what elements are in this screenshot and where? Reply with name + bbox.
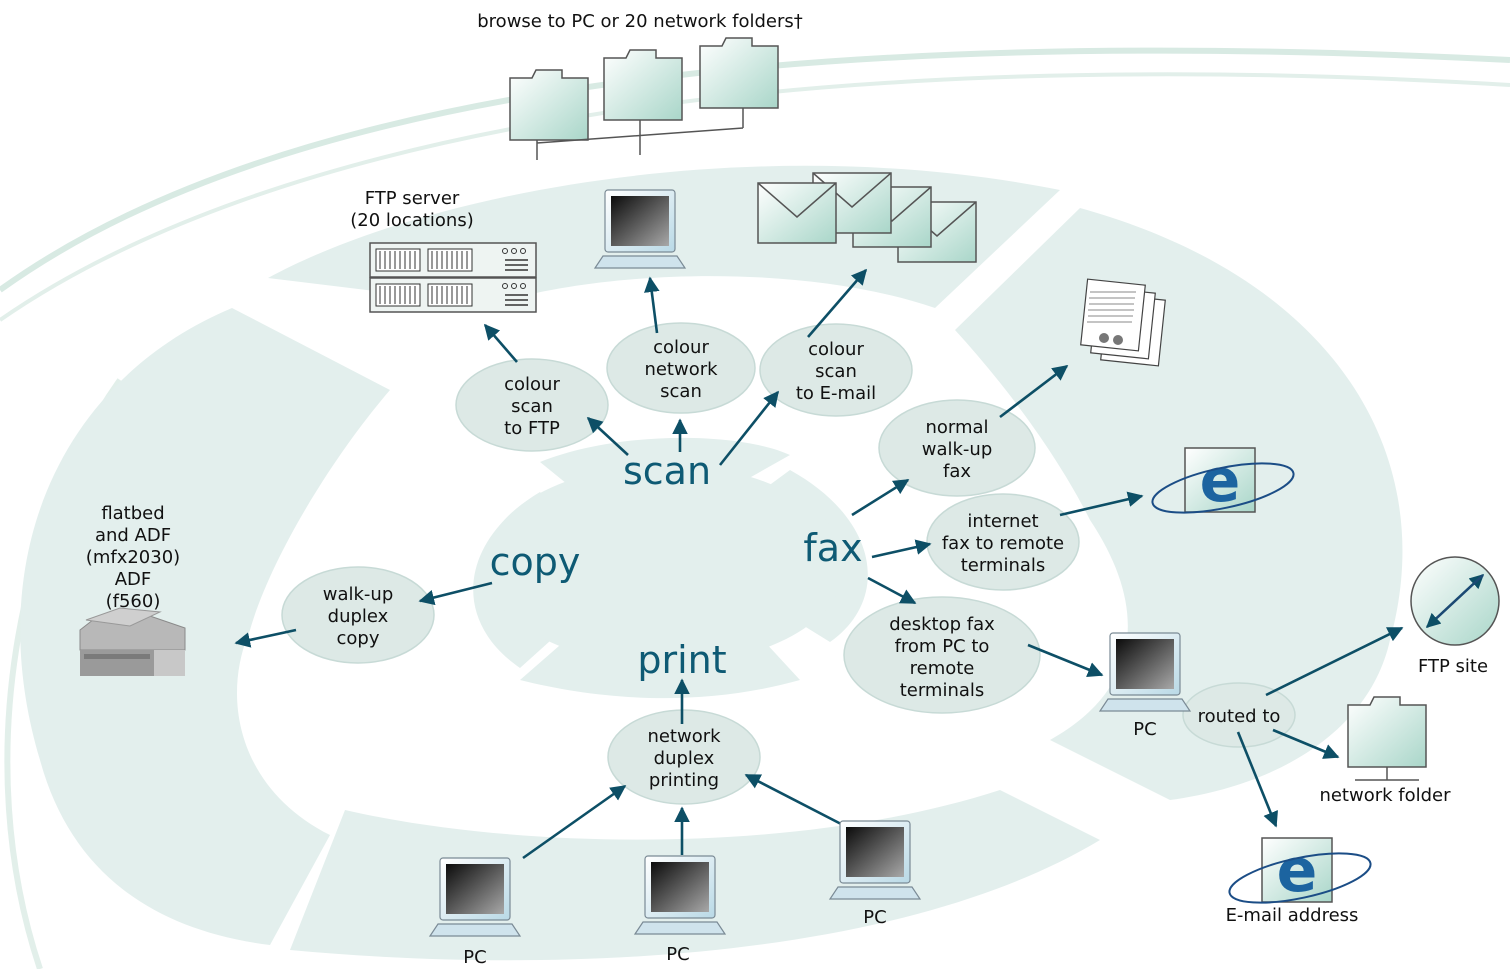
arrow-scan-to-ftp-bubble [586,416,629,456]
arrow-fax-to-normal-bubble [851,478,910,517]
network-folder-group [1347,696,1427,781]
envelope-icon [757,182,837,244]
pc-icon [1099,632,1191,712]
folder-icon [1347,696,1427,768]
arrow-desktop-bubble-to-pc [1027,643,1104,677]
arrow-copy-bubble-to-copier [234,628,297,648]
browse-network-folders-label: browse to PC or 20 network folders† [477,11,803,32]
folder-icon [699,37,779,109]
arrow-fax-to-desktop-bubble [867,576,917,605]
flow-arrows [234,268,1404,860]
arrow-routed-to-ftp-site [1265,626,1404,697]
email-address-label: E-mail address [1226,905,1359,926]
folder-icon [603,49,683,121]
arrow-internet-bubble-to-email [1059,491,1144,517]
arrow-routed-to-email-address [1236,731,1278,828]
network-folders-group [509,37,779,160]
pc-label: PC [863,907,886,928]
arrow-copy-to-copy-bubble [418,581,493,606]
copy-zone-segment [20,308,390,945]
ftp-site-icon [1410,556,1500,646]
inner-ring [473,437,868,699]
hub-center [485,465,845,665]
arrow-email-bubble-to-envelopes [807,268,868,338]
pc-icon [829,820,921,900]
fax-hub-label: fax [803,526,862,570]
pc-label: PC [463,947,486,968]
arrow-network-bubble-to-pc [644,276,660,334]
copy-hub-label: copy [490,540,581,584]
fax-zone-segment [955,208,1403,800]
arrow-ftp-bubble-to-server [483,323,518,363]
copier-icon [79,607,186,676]
arrow-pc-right-to-print-bubble [744,773,844,827]
arrow-routed-to-network-folder [1272,728,1340,759]
arrow-pc-left-to-print-bubble [522,784,627,860]
pc-icon [634,855,726,935]
arrow-scan-to-email-bubble [718,390,780,466]
pc-icon [429,857,521,937]
bubble-routed-to: routed to [1182,682,1296,748]
pc-label: PC [1133,719,1156,740]
arrow-normal-bubble-to-document [999,364,1069,419]
pc-icon [594,189,686,269]
svg-text:routed to: routed to [1198,706,1281,727]
pc-label: PC [666,944,689,965]
document-icon [1080,278,1166,367]
ftp-server-label: FTP server(20 locations) [350,188,473,231]
scan-hub-label: scan [623,449,711,493]
folder-icon [509,69,589,141]
print-hub-label: print [637,638,726,682]
ftp-site-label: FTP site [1418,656,1488,677]
server-icon [369,242,537,313]
network-folder-label: network folder [1319,785,1451,806]
arrow-fax-to-internet-bubble [871,539,932,559]
email-e-icon [1224,835,1376,914]
